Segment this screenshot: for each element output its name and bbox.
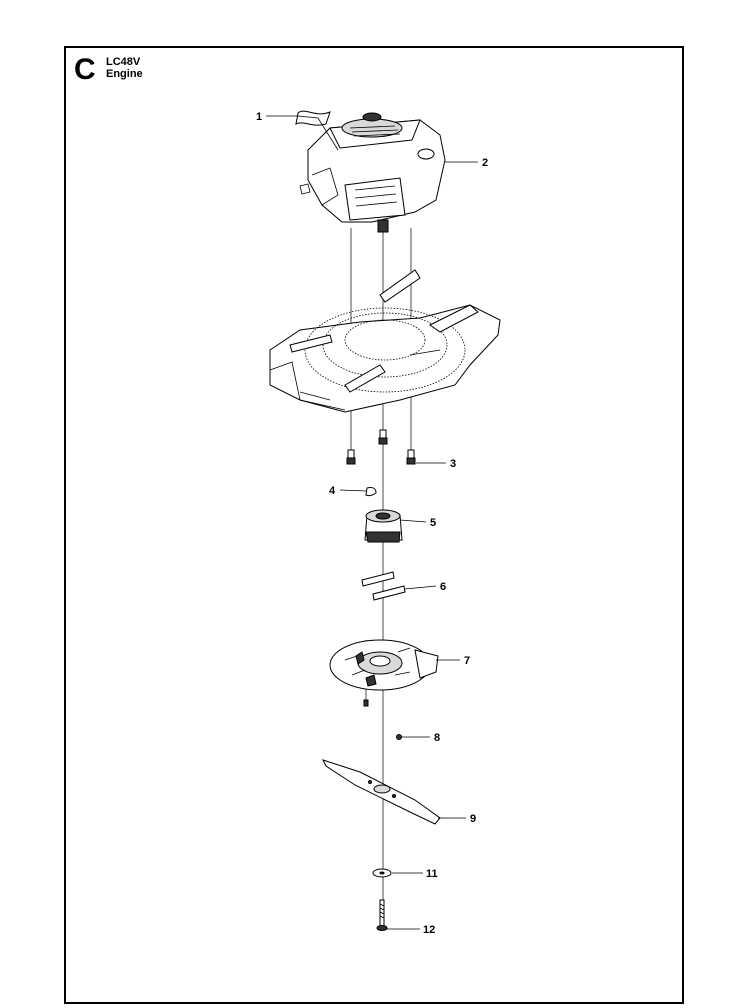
- callout-9: 9: [470, 813, 476, 825]
- diagram-frame: [64, 46, 684, 1004]
- part-11-washer: [372, 868, 392, 878]
- part-12-blade-bolt: [376, 899, 388, 931]
- part-3-bolts: [346, 429, 416, 465]
- leader-5: [399, 519, 427, 523]
- callout-4: 4: [329, 485, 336, 497]
- callout-1: 1: [256, 111, 262, 123]
- mower-deck: [269, 269, 501, 413]
- callout-6: 6: [440, 581, 446, 593]
- callout-3: 3: [450, 458, 456, 470]
- part-1-label-sticker: [295, 110, 331, 126]
- part-2-engine: [299, 112, 446, 233]
- part-6-shims: [361, 571, 406, 601]
- leader-6: [404, 585, 437, 590]
- section-title: Engine: [106, 68, 143, 80]
- callout-8: 8: [434, 732, 440, 744]
- leader-1: [266, 115, 339, 151]
- callout-2: 2: [482, 157, 488, 169]
- part-8-nut: [396, 734, 402, 740]
- callout-7: 7: [464, 655, 470, 667]
- callout-5: 5: [430, 517, 436, 529]
- section-letter: C: [74, 53, 96, 86]
- part-9-blade: [322, 759, 441, 825]
- leader-4: [339, 489, 367, 492]
- part-7-blade-hub: [329, 639, 439, 707]
- part-5-hub-adapter: [364, 509, 403, 543]
- part-4-key: [365, 487, 377, 497]
- model-name: LC48V: [106, 56, 141, 68]
- callout-12: 12: [423, 924, 435, 936]
- callout-11: 11: [426, 868, 438, 880]
